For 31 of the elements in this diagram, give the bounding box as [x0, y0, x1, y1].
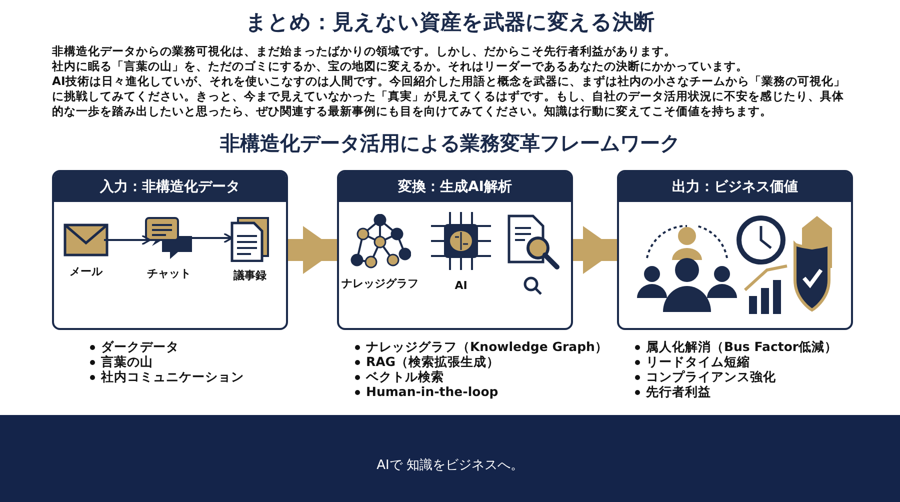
paragraph: 非構造化データからの業務可視化は、まだ始まったばかりの領域です。しかし、だからこそ先行者利益があります。 [52, 44, 677, 59]
list-item: コンプライアンス強化 [646, 369, 776, 384]
list-item: 言葉の山 [101, 354, 153, 369]
icon-label: AI [454, 278, 468, 293]
section-heading: 非構造化データ活用による業務変革フレームワーク [219, 130, 681, 157]
list-item: RAG（検索拡張生成） [366, 354, 500, 369]
list-item: ナレッジグラフ（Knowledge Graph） [366, 339, 608, 354]
list-item: 先行者利益 [646, 384, 711, 399]
flow-arrow [573, 226, 617, 274]
icon-label: ナレッジグラフ [340, 276, 420, 291]
arrow [104, 234, 151, 246]
panel-header: 出力：ビジネス価値 [619, 172, 851, 202]
panel [617, 170, 853, 330]
list-item: Human-in-the-loop [366, 384, 498, 399]
list-item: 属人化解消（Bus Factor低減） [646, 339, 838, 354]
panel [52, 170, 288, 330]
icon-label: 議事録 [232, 268, 268, 283]
page-title: まとめ：見えない資産を武器に変える決断 [244, 9, 656, 36]
list-item: リードタイム短縮 [646, 354, 750, 369]
paragraph: 社内に眠る「言葉の山」を、ただのゴミにするか、宝の地図に変えるか。それはリーダーであるあなたの決断にかかっています。 [52, 59, 749, 74]
list-item: 社内コミュニケーション [101, 369, 244, 384]
panel-header: 入力：非構造化データ [54, 172, 286, 202]
panel [337, 170, 573, 330]
paragraph: AI技術は日々進化していが、それを使いこなすのは人間です。今回紹介した用語と概念を武器に、まずは社内の小さなチームから「業務の可視化」に挑戦してみてください。きっと、今まで見えていなかった「真実」が見えてくるはずです。もし、自社のデータ活用状況に不安を感じたり、具体的な一歩を踏み出したいと思ったら、ぜひ関連する最新事例にも目を向けてみてください。知識は行動に変えてこそ価値を持ちます。 [52, 74, 846, 119]
list-item: ベクトル検索 [366, 369, 444, 384]
icon-label: メール [68, 264, 104, 279]
list-item: ダークデータ [101, 339, 179, 354]
panel-header: 変換：生成AI解析 [339, 172, 571, 202]
tagline: AIで 知識をビジネスへ。 [376, 457, 524, 474]
icon-label: チャット [146, 266, 192, 281]
flow-arrow [288, 226, 337, 274]
